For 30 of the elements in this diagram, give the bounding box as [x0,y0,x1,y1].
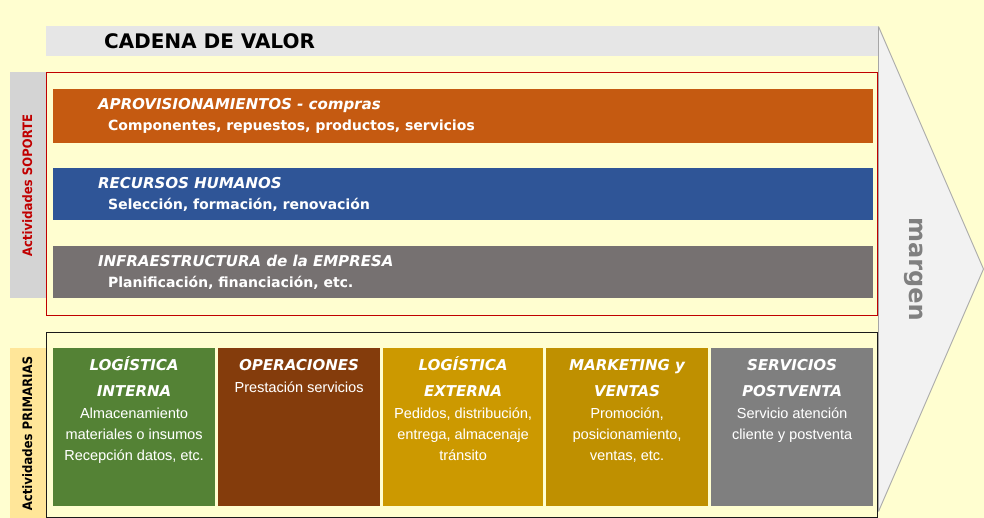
side-label: Actividades SOPORTE [20,114,36,256]
activity-heading: LOGÍSTICA EXTERNA [418,355,508,402]
activity-box [53,348,215,506]
activity-heading: MARKETING y VENTAS [568,355,686,402]
activity-description: Prestación servicios [234,379,364,398]
side-label-band [10,348,46,518]
activity-box [546,348,708,506]
activity-description: Almacenamiento materiales o insumos Recepción datos, etc. [63,405,205,466]
title: CADENA DE VALOR [104,29,315,53]
margin-label: margen [903,217,931,321]
activity-heading: RECURSOS HUMANOS [98,174,282,192]
activity-box [218,348,380,506]
activity-description: Selección, formación, renovación [108,197,370,213]
activity-box [383,348,543,506]
activity-band [53,89,873,143]
activity-heading: OPERACIONES [238,355,360,376]
activity-heading: INFRAESTRUCTURA de la EMPRESA [98,252,394,270]
activity-band [53,168,873,220]
activity-description: Promoción, posicionamiento, ventas, etc. [572,405,682,466]
activity-description: Planificación, financiación, etc. [108,275,354,291]
activity-description: Componentes, repuestos, productos, servicios [108,118,475,134]
activity-box [711,348,873,506]
side-label: Actividades PRIMARIAS [20,356,36,510]
activity-band [53,246,873,298]
activity-heading: APROVISIONAMIENTOS - compras [98,95,381,113]
activity-description: Servicio atención cliente y postventa [730,405,854,445]
activity-description: Pedidos, distribución, entrega, almacenaje tránsito [393,405,533,466]
activity-heading: LOGÍSTICA INTERNA [88,355,180,402]
side-label-band [10,72,46,298]
activity-heading: SERVICIOS POSTVENTA [741,355,843,402]
